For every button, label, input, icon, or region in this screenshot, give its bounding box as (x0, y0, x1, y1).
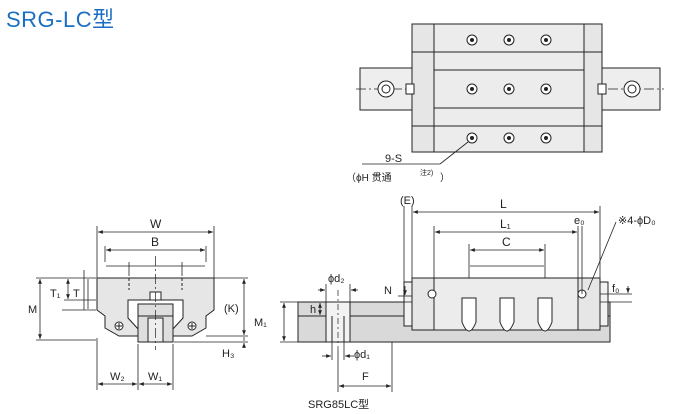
label-w2: W₂ (110, 371, 125, 383)
dim-left (36, 270, 96, 341)
bolt-sub: （ϕH 贯通 (346, 172, 392, 184)
side-view-dims (280, 206, 632, 392)
label-t: T (73, 288, 80, 300)
front-view (96, 256, 215, 350)
label-d2: ϕd₂ (328, 273, 345, 285)
label-h: h (310, 304, 316, 316)
label-t1: T₁ (50, 288, 61, 300)
label-b: B (151, 235, 159, 249)
label-h3: H₃ (222, 348, 234, 360)
label-d1: ϕd₁ (354, 349, 370, 361)
bolt-label: 9-S (385, 153, 402, 165)
label-f: F (362, 371, 369, 383)
figure-caption: SRG85LC型 (308, 397, 369, 411)
label-m: M (28, 304, 37, 316)
top-view-bolt-holes (377, 34, 641, 144)
label-w1: W₁ (148, 371, 162, 383)
bolt-note: 注2) (420, 168, 433, 177)
label-n: N (384, 285, 392, 297)
label-l1: L₁ (500, 217, 511, 231)
label-d0: ※4-ϕD₀ (618, 215, 656, 227)
label-f0: f₀ (612, 283, 620, 295)
dim-right (174, 277, 248, 348)
side-view (297, 277, 611, 350)
label-l: L (500, 197, 507, 211)
label-k: (K) (224, 303, 239, 315)
dim-w (96, 226, 215, 278)
page-title: SRG-LC型 (6, 7, 115, 32)
label-c: C (502, 235, 511, 249)
label-e: (E) (400, 195, 415, 207)
label-m1: M₁ (254, 317, 267, 329)
bolt-leader (362, 141, 469, 165)
bolt-close: ） (440, 172, 450, 184)
label-w: W (150, 217, 162, 231)
label-e0: e₀ (574, 215, 585, 227)
dim-bottom-front (96, 338, 174, 390)
